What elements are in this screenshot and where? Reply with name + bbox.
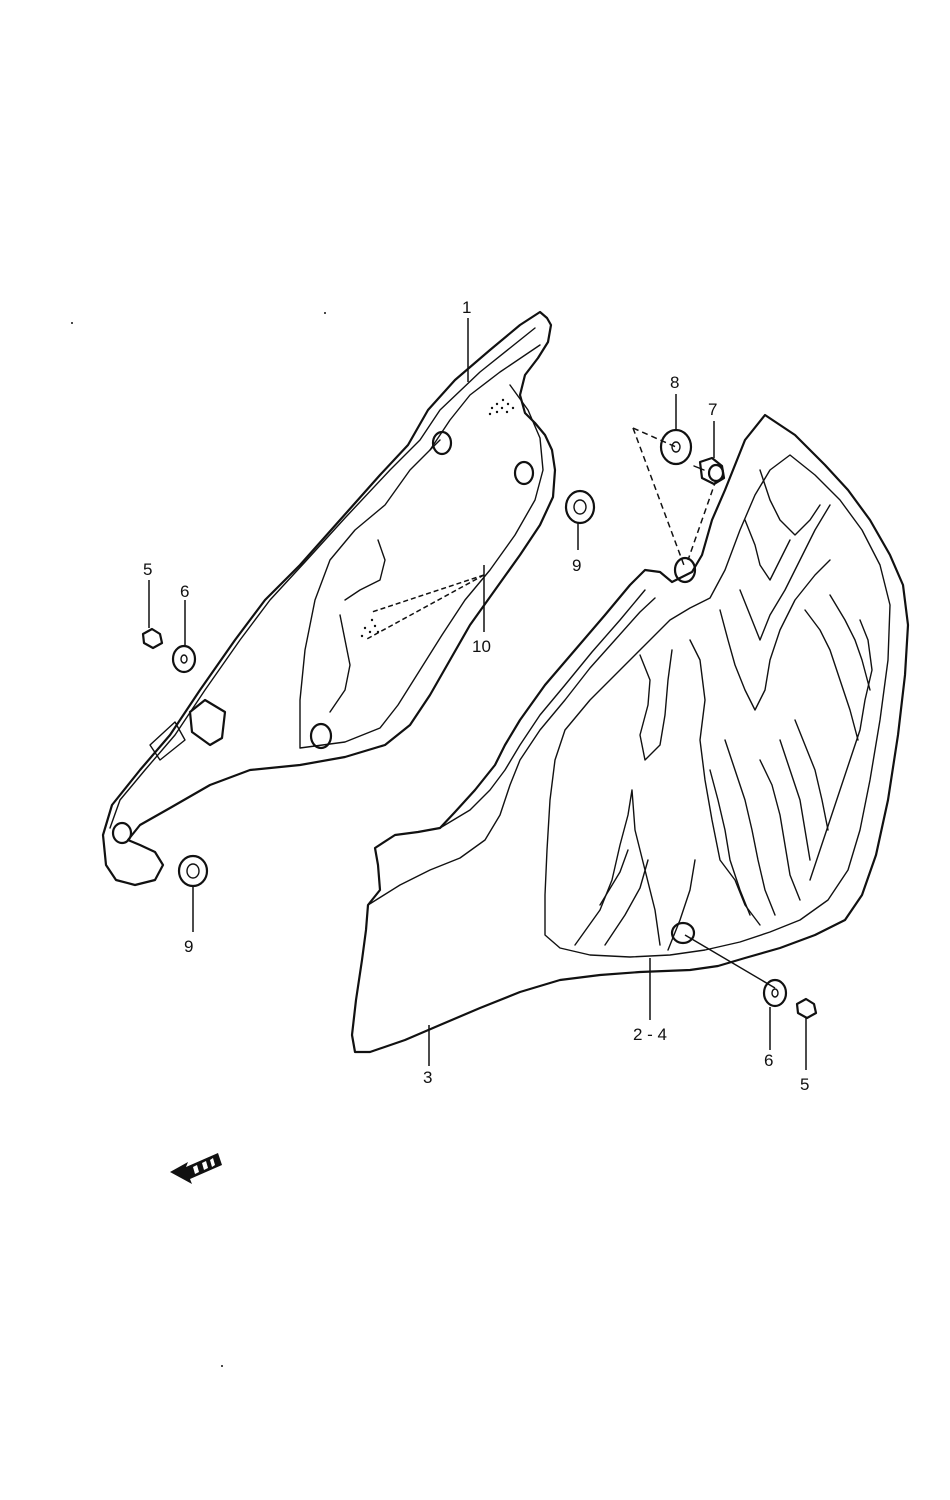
callout-5-right: 5 (800, 1075, 809, 1094)
front-direction-arrow-icon (170, 1153, 222, 1184)
grommet-9-lower (177, 854, 209, 888)
scan-specks (71, 312, 326, 1367)
callout-10: 10 (472, 637, 491, 656)
callout-1: 1 (462, 298, 471, 317)
callout-7: 7 (708, 400, 717, 419)
grommet-9-upper (564, 489, 596, 525)
bolt-5-left (141, 627, 164, 650)
callout-8: 8 (670, 373, 679, 392)
washer-8 (659, 428, 693, 466)
callout-6-left: 6 (180, 582, 189, 601)
callout-5-left: 5 (143, 560, 152, 579)
callout-2-4: 2 - 4 (633, 1025, 667, 1044)
bolt-5-right (795, 997, 818, 1020)
bolt-7 (693, 456, 726, 486)
callout-9-lower: 9 (184, 937, 193, 956)
washer-6-right (762, 978, 788, 1008)
callout-6-right: 6 (764, 1051, 773, 1070)
callout-3: 3 (423, 1068, 432, 1087)
callouts: 1 8 7 9 5 6 10 9 2 - 4 3 6 5 (143, 298, 809, 1094)
callout-9-upper: 9 (572, 556, 581, 575)
side-cover-right (350, 413, 910, 1054)
frame-cover-left (101, 310, 557, 887)
washer-6-left (171, 644, 197, 674)
leader-lines (148, 318, 807, 1070)
